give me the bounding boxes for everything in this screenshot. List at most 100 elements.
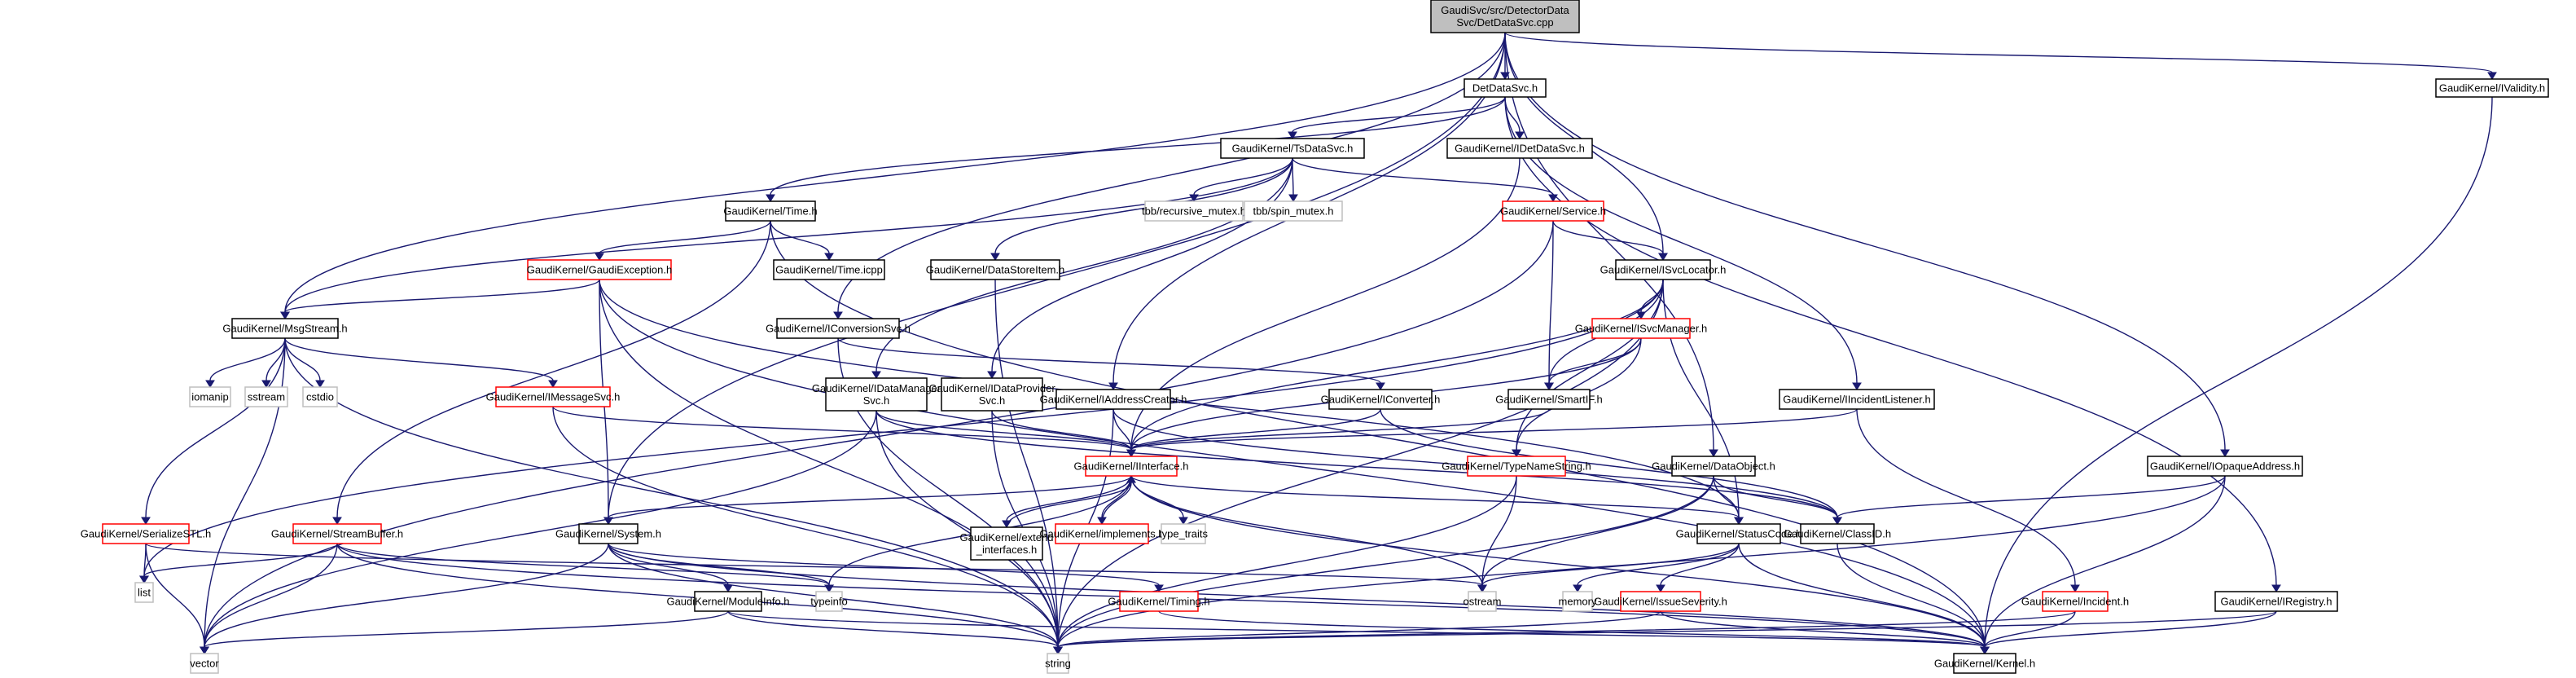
node-label: GaudiKernel/MsgStream.h bbox=[222, 323, 347, 335]
edge-statuscode-to-memory bbox=[1573, 543, 1740, 592]
node-box bbox=[1446, 138, 1593, 159]
node-tsdatasvc[interactable]: GaudiKernel/TsDataSvc.h bbox=[1220, 138, 1365, 159]
edges-layer bbox=[139, 32, 2497, 654]
node-label: GaudiKernel/GaudiException.h bbox=[527, 264, 673, 276]
node-typenamestring[interactable]: GaudiKernel/TypeNameString.h bbox=[1442, 456, 1591, 477]
arrowhead-icon bbox=[2487, 72, 2497, 80]
node-label: GaudiKernel/IRegistry.h bbox=[2220, 596, 2332, 608]
node-smartif[interactable]: GaudiKernel/SmartIF.h bbox=[1495, 389, 1603, 410]
node-iregistry[interactable]: GaudiKernel/IRegistry.h bbox=[2214, 591, 2338, 612]
node-detdatasvc[interactable]: DetDataSvc.h bbox=[1464, 78, 1547, 98]
edge-line bbox=[770, 96, 1506, 196]
node-service[interactable]: GaudiKernel/Service.h bbox=[1500, 200, 1606, 222]
node-box bbox=[1144, 200, 1244, 222]
edge-dataobject-to-classid bbox=[1713, 475, 1842, 525]
node-box bbox=[2435, 78, 2549, 98]
arrowhead-icon bbox=[1709, 449, 1718, 457]
node-streambuffer[interactable]: GaudiKernel/StreamBuffer.h bbox=[271, 523, 403, 544]
node-iomanip: iomanip bbox=[189, 386, 231, 407]
edge-line bbox=[875, 410, 1132, 451]
edge-line bbox=[204, 543, 338, 648]
node-box bbox=[190, 653, 219, 674]
node-box bbox=[244, 386, 288, 407]
node-label: cstdio bbox=[306, 391, 334, 403]
edge-typenamestring-to-string bbox=[1053, 475, 1517, 654]
node-box bbox=[773, 259, 885, 280]
node-iincidentlistener[interactable]: GaudiKernel/IIncidentListener.h bbox=[1779, 389, 1935, 410]
arrowhead-icon bbox=[833, 311, 843, 319]
arrowhead-icon bbox=[1126, 475, 1136, 483]
node-datastoreitem[interactable]: GaudiKernel/DataStoreItem.h bbox=[926, 259, 1065, 280]
edge-line bbox=[1481, 475, 1714, 586]
node-dataobject[interactable]: GaudiKernel/DataObject.h bbox=[1652, 456, 1775, 477]
edge-line bbox=[1713, 475, 1838, 518]
arrowhead-icon bbox=[1178, 517, 1188, 525]
node-iconversionsvc[interactable]: GaudiKernel/IConversionSvc.h bbox=[766, 318, 911, 339]
node-label: GaudiKernel/Time.icpp bbox=[775, 264, 883, 276]
arrowhead-icon bbox=[1126, 449, 1136, 457]
node-gaudiexc[interactable]: GaudiKernel/GaudiException.h bbox=[527, 259, 673, 280]
node-statuscode[interactable]: GaudiKernel/StatusCode.h bbox=[1676, 523, 1802, 544]
arrowhead-icon bbox=[2271, 584, 2281, 592]
node-label: GaudiKernel/Timing.h bbox=[1108, 596, 1209, 608]
arrowhead-icon bbox=[1053, 646, 1063, 654]
node-system[interactable]: GaudiKernel/System.h bbox=[555, 523, 661, 544]
edge-line bbox=[1057, 610, 2277, 648]
node-kernel[interactable]: GaudiKernel/Kernel.h bbox=[1934, 653, 2035, 674]
edge-iincidentlistener-to-incident bbox=[1856, 408, 2080, 592]
edge-line bbox=[991, 410, 1132, 451]
node-iinterface[interactable]: GaudiKernel/IInterface.h bbox=[1074, 456, 1189, 477]
node-box bbox=[776, 318, 900, 339]
edge-line bbox=[1548, 220, 1554, 384]
node-time[interactable]: GaudiKernel/Time.h bbox=[723, 200, 818, 222]
node-box bbox=[189, 386, 231, 407]
node-root[interactable]: GaudiSvc/src/DetectorDataSvc/DetDataSvc.… bbox=[1430, 0, 1580, 33]
node-box bbox=[1055, 523, 1149, 544]
node-moduleinfo[interactable]: GaudiKernel/ModuleInfo.h bbox=[666, 591, 790, 612]
edge-line bbox=[1006, 475, 1132, 522]
node-label: GaudiKernel/Time.h bbox=[723, 205, 817, 218]
arrowhead-icon bbox=[824, 584, 834, 592]
node-box bbox=[825, 377, 928, 412]
node-label: GaudiKernel/IDetDataSvc.h bbox=[1455, 143, 1585, 155]
node-issueseverity[interactable]: GaudiKernel/IssueSeverity.h bbox=[1594, 591, 1727, 612]
node-idetdatasvc[interactable]: GaudiKernel/IDetDataSvc.h bbox=[1446, 138, 1593, 159]
node-label: Svc.h bbox=[979, 394, 1006, 407]
node-iopaqueaddress[interactable]: GaudiKernel/IOpaqueAddress.h bbox=[2147, 456, 2303, 477]
edge-line bbox=[552, 406, 1059, 648]
edge-line bbox=[1057, 610, 1661, 648]
node-serializestl[interactable]: GaudiKernel/SerializeSTL.h bbox=[81, 523, 211, 544]
node-iaddresscreator[interactable]: GaudiKernel/IAddressCreator.h bbox=[1040, 389, 1187, 410]
node-classid[interactable]: GaudiKernel/ClassID.h bbox=[1784, 523, 1891, 544]
node-extendinterfaces[interactable]: GaudiKernel/extend_interfaces.h bbox=[960, 526, 1054, 561]
node-ivalidity[interactable]: GaudiKernel/IValidity.h bbox=[2435, 78, 2549, 98]
edge-line bbox=[284, 157, 1293, 313]
arrowhead-icon bbox=[1832, 517, 1842, 525]
node-label: GaudiKernel/IAddressCreator.h bbox=[1040, 394, 1187, 406]
node-box bbox=[930, 259, 1060, 280]
arrowhead-icon bbox=[1154, 584, 1164, 592]
node-isvclocator[interactable]: GaudiKernel/ISvcLocator.h bbox=[1600, 259, 1727, 280]
node-box bbox=[1779, 389, 1935, 410]
node-timing[interactable]: GaudiKernel/Timing.h bbox=[1108, 591, 1210, 612]
node-box bbox=[725, 200, 816, 222]
edge-line bbox=[204, 610, 729, 648]
edge-line bbox=[1984, 610, 2277, 648]
edge-statuscode-to-issueseverity bbox=[1656, 543, 1740, 592]
node-isvcmanager[interactable]: GaudiKernel/ISvcManager.h bbox=[1575, 318, 1708, 339]
node-label: _interfaces.h bbox=[976, 544, 1037, 556]
edge-line bbox=[1130, 408, 1381, 451]
edge-iinterface-to-typetraits bbox=[1130, 475, 1188, 525]
edge-detdatasvc-to-tsdatasvc bbox=[1288, 96, 1506, 139]
edge-line bbox=[1193, 157, 1293, 196]
node-msgstream[interactable]: GaudiKernel/MsgStream.h bbox=[222, 318, 348, 339]
node-iconverter[interactable]: GaudiKernel/IConverter.h bbox=[1321, 389, 1441, 410]
node-implements[interactable]: GaudiKernel/implements.h bbox=[1039, 523, 1165, 544]
edge-line bbox=[145, 337, 286, 518]
node-timeicpp[interactable]: GaudiKernel/Time.icpp bbox=[773, 259, 885, 280]
node-incident[interactable]: GaudiKernel/Incident.h bbox=[2021, 591, 2129, 612]
node-imessagesvc[interactable]: GaudiKernel/IMessageSvc.h bbox=[486, 386, 621, 407]
node-box bbox=[231, 318, 339, 339]
